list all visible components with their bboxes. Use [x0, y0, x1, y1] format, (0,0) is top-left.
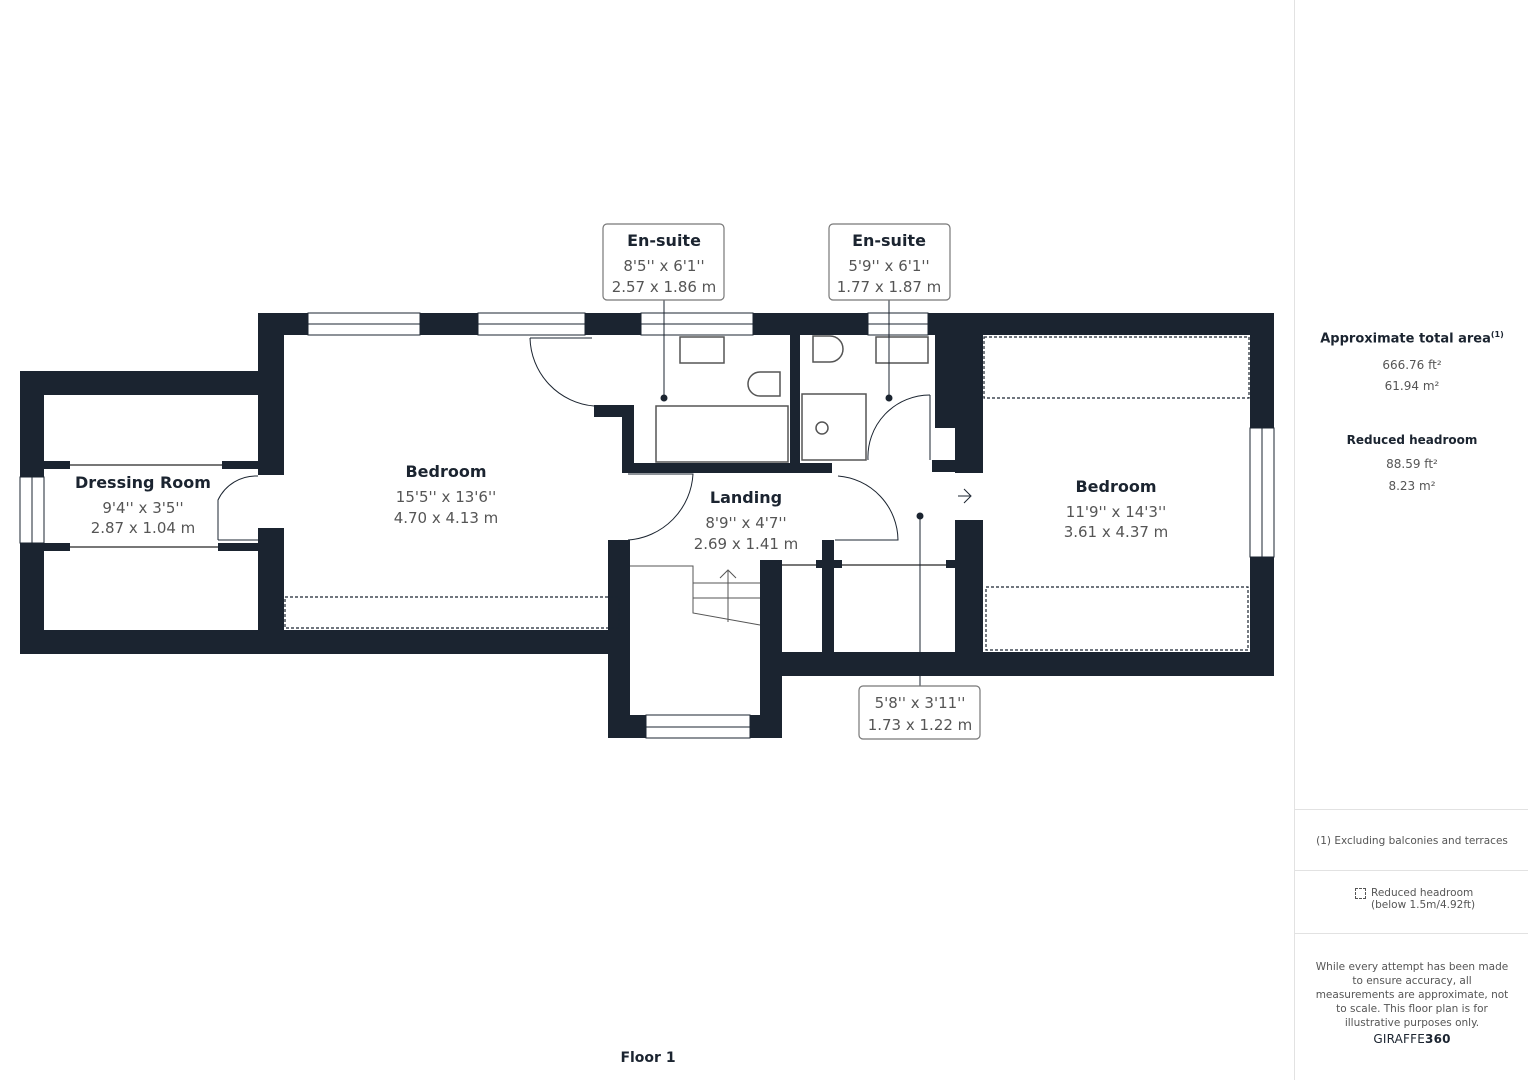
bathroom-fixtures [655, 335, 929, 463]
room-name-bedroom-2: Bedroom [1075, 477, 1156, 496]
footnote: (1) Excluding balconies and terraces [1316, 835, 1508, 847]
room-metric-landing: 2.69 x 1.41 m [694, 535, 799, 553]
legend-line-1: Reduced headroom [1371, 887, 1474, 899]
room-imperial-dressing-room: 9'4'' x 3'5'' [102, 499, 183, 517]
room-imperial-cupboard: 5'8'' x 3'11'' [875, 694, 966, 712]
total-area-m: 61.94 m² [1384, 379, 1440, 393]
room-name-ensuite-2: En-suite [852, 231, 926, 250]
room-metric-cupboard: 1.73 x 1.22 m [868, 716, 973, 734]
room-imperial-ensuite-1: 8'5'' x 6'1'' [623, 257, 704, 275]
windows [19, 312, 1275, 739]
room-metric-bedroom-2: 3.61 x 4.37 m [1064, 523, 1169, 541]
dashed-box-icon [1355, 888, 1366, 899]
room-name-ensuite-1: En-suite [627, 231, 701, 250]
total-area-footnote-marker: (1) [1490, 330, 1504, 339]
room-imperial-ensuite-2: 5'9'' x 6'1'' [848, 257, 929, 275]
room-metric-ensuite-1: 2.57 x 1.86 m [612, 278, 717, 296]
room-imperial-bedroom-2: 11'9'' x 14'3'' [1066, 503, 1166, 521]
room-metric-bedroom-1: 4.70 x 4.13 m [394, 509, 499, 527]
divider [1295, 870, 1528, 871]
divider [1295, 809, 1528, 810]
room-metric-dressing-room: 2.87 x 1.04 m [91, 519, 196, 537]
room-name-dressing-room: Dressing Room [75, 473, 211, 492]
reduced-headroom-m: 8.23 m² [1388, 479, 1436, 493]
callout-leaders [663, 300, 921, 686]
floor-title: Floor 1 [620, 1050, 676, 1066]
walls [20, 313, 1274, 738]
room-name-bedroom-1: Bedroom [405, 462, 486, 481]
brand-number: 360 [1425, 1032, 1451, 1046]
reduced-headroom-ft: 88.59 ft² [1386, 457, 1438, 471]
stairs [630, 565, 761, 626]
wardrobe-doors [70, 464, 946, 566]
doors [217, 337, 931, 541]
floor-plan: Dressing Room 9'4'' x 3'5'' 2.87 x 1.04 … [19, 223, 1275, 740]
total-area-title-text: Approximate total area [1320, 331, 1491, 347]
disclaimer: While every attempt has been made to ens… [1315, 961, 1509, 1029]
callout-dots [660, 394, 924, 520]
room-imperial-bedroom-1: 15'5'' x 13'6'' [396, 488, 496, 506]
legend-line-2: (below 1.5m/4.92ft) [1371, 899, 1476, 911]
room-imperial-landing: 8'9'' x 4'7'' [705, 514, 786, 532]
total-area-title: Approximate total area(1) [1295, 330, 1528, 346]
divider [1295, 933, 1528, 934]
reduced-headroom-areas [284, 336, 1250, 651]
brand-logo: GIRAFFE360 [1295, 1032, 1528, 1046]
entry-arrow-icon [958, 488, 972, 504]
brand-name: GIRAFFE [1373, 1032, 1426, 1046]
total-area-ft: 666.76 ft² [1382, 358, 1442, 372]
reduced-headroom-title: Reduced headroom [1346, 433, 1478, 447]
info-sidebar: Approximate total area(1) 666.76 ft² 61.… [1294, 0, 1528, 1080]
room-name-landing: Landing [710, 488, 782, 507]
room-metric-ensuite-2: 1.77 x 1.87 m [837, 278, 942, 296]
callout-boxes [602, 223, 981, 740]
